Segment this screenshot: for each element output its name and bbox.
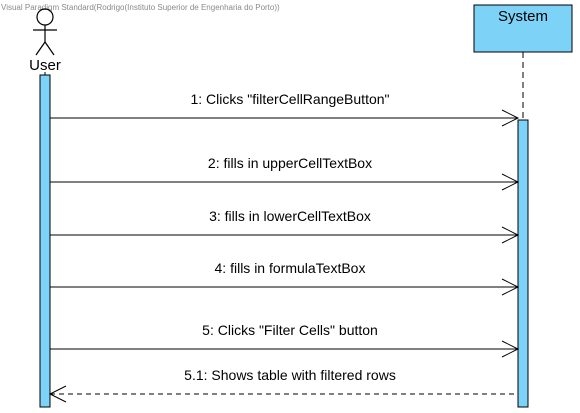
actor-left-leg: [35, 41, 46, 56]
message-arrowhead: [501, 340, 520, 358]
message-label: 5.1: Shows table with filtered rows: [184, 367, 396, 383]
message-arrowhead: [501, 226, 520, 244]
message-label: 4: fills in formulaTextBox: [215, 260, 366, 276]
message-arrowhead: [501, 109, 520, 127]
system-lifeline-box: [473, 4, 573, 53]
message-label: 1: Clicks "filterCellRangeButton": [190, 91, 389, 107]
message-label: 3: fills in lowerCellTextBox: [209, 208, 371, 224]
message-label: 5: Clicks "Filter Cells" button: [202, 322, 378, 338]
actor-label: User: [29, 57, 61, 74]
messages-group: 1: Clicks "filterCellRangeButton" 2: fill…: [48, 91, 520, 403]
system-label: System: [498, 8, 548, 25]
message-arrowhead: [48, 385, 67, 403]
user-activation-bar: [39, 74, 51, 408]
message-arrowhead: [501, 173, 520, 191]
user-actor: [33, 8, 57, 56]
actor-right-leg: [44, 41, 55, 56]
watermark-text: Visual Paradigm Standard(Rodrigo(Institu…: [1, 3, 280, 12]
message-label: 2: fills in upperCellTextBox: [208, 155, 372, 171]
system-activation-bar: [517, 119, 529, 408]
message-arrowhead: [501, 278, 520, 296]
